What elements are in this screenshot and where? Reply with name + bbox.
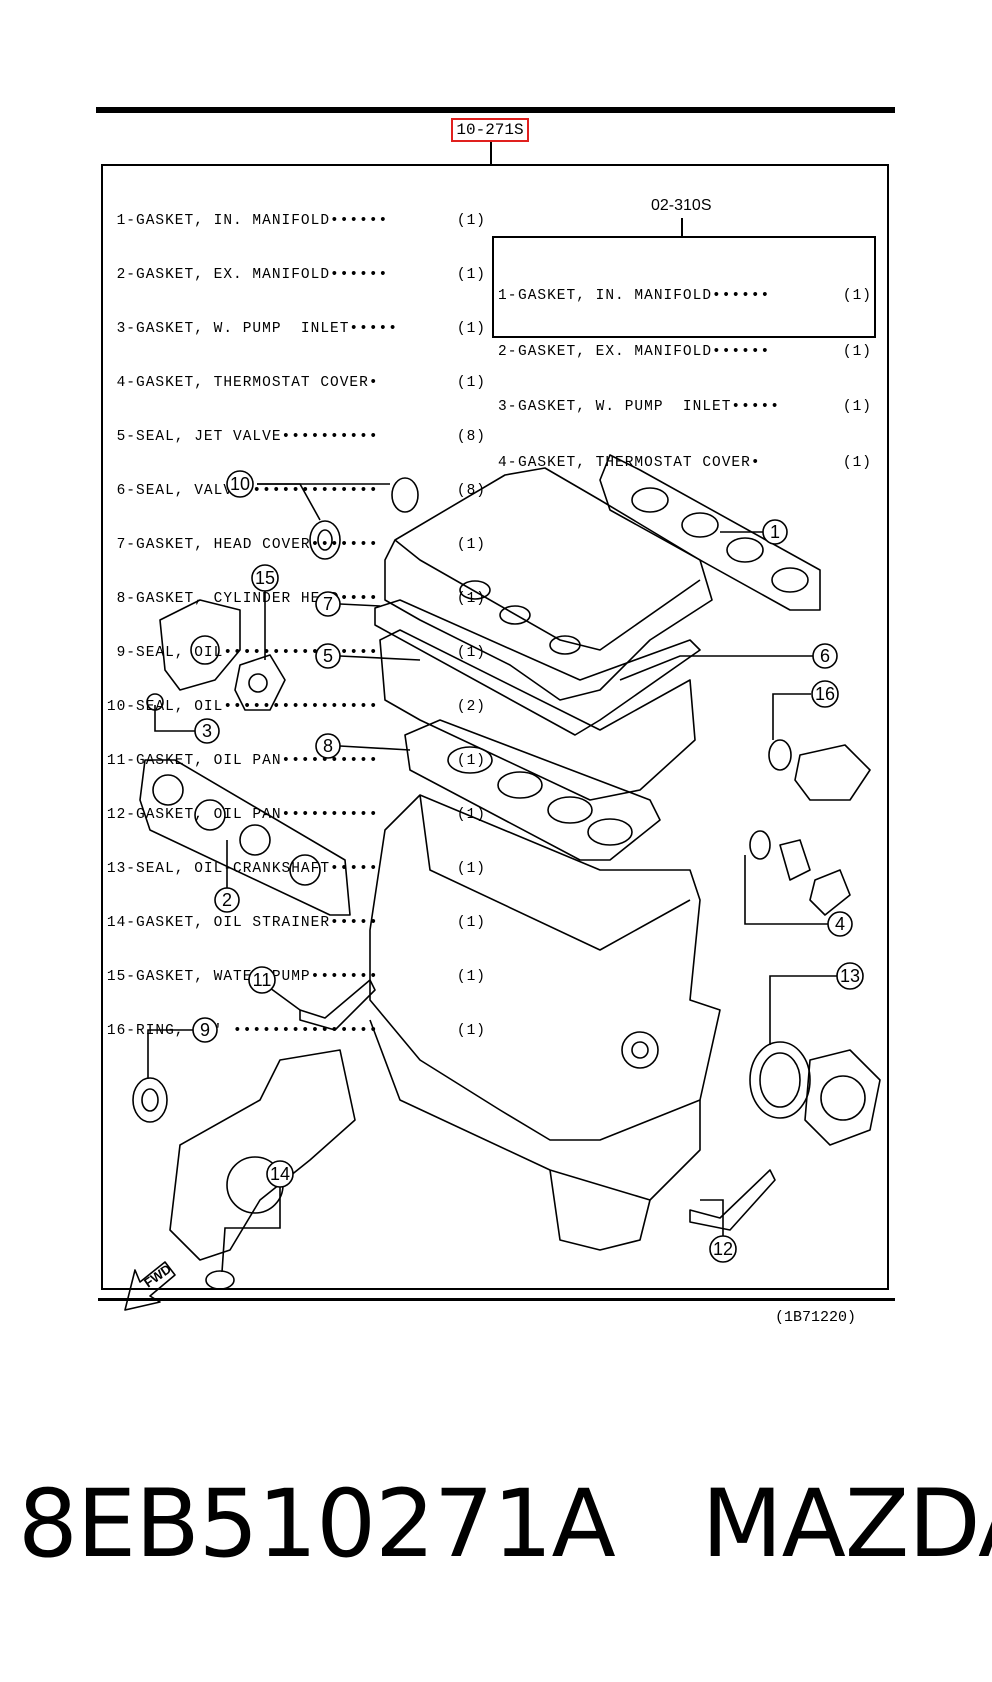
callout-8: 8 — [315, 733, 341, 759]
forward-arrow-drawing — [124, 1261, 176, 1311]
kit-reference-code: 10-271S — [451, 118, 529, 142]
parts-list-row: 15-GASKET, WATER PUMP•••••••(1) — [106, 969, 486, 985]
callout-7: 7 — [315, 591, 341, 617]
subkit-code: 02-310S — [651, 197, 712, 214]
callout-15: 15 — [251, 564, 279, 592]
svg-text:5: 5 — [323, 646, 333, 666]
callout-10: 10 — [226, 470, 254, 498]
parts-list-row: 7-GASKET, HEAD COVER•••••••(1) — [116, 537, 486, 553]
svg-text:14: 14 — [270, 1164, 290, 1184]
callout-14: 14 — [266, 1160, 294, 1188]
svg-text:3: 3 — [202, 721, 212, 741]
subkit-row: 2-GASKET, EX. MANIFOLD••••••(1) — [498, 343, 872, 360]
svg-text:11: 11 — [253, 970, 272, 990]
callout-16: 16 — [811, 680, 839, 708]
svg-text:15: 15 — [255, 568, 275, 588]
subkit-row: 4-GASKET, THERMOSTAT COVER•(1) — [498, 454, 872, 471]
crankshaft-seal-drawing — [749, 1041, 881, 1146]
callout-12: 12 — [709, 1235, 737, 1263]
svg-text:6: 6 — [820, 646, 830, 666]
svg-text:2: 2 — [222, 890, 232, 910]
svg-text:8: 8 — [323, 736, 333, 756]
subkit-parts-list: 1-GASKET, IN. MANIFOLD••••••(1) 2-GASKET… — [498, 250, 872, 491]
parts-list-row: 2-GASKET, EX. MANIFOLD••••••(1) — [116, 267, 486, 283]
engine-block-drawing — [369, 794, 721, 1251]
subkit-box — [492, 236, 876, 338]
bottom-rule — [98, 1298, 895, 1301]
svg-text:7: 7 — [323, 594, 333, 614]
svg-text:16: 16 — [815, 684, 835, 704]
parts-list-row: 14-GASKET, OIL STRAINER•••••(1) — [106, 915, 486, 931]
parts-list-row: 10-SEAL, OIL••••••••••••••••(2) — [106, 699, 486, 715]
parts-list: 1-GASKET, IN. MANIFOLD••••••(1) 2-GASKET… — [104, 176, 486, 1058]
drawing-number: (1B71220) — [775, 1309, 857, 1326]
subkit-row: 3-GASKET, W. PUMP INLET•••••(1) — [498, 399, 872, 415]
callout-5: 5 — [315, 643, 341, 669]
diagram-frame — [101, 164, 889, 1290]
part-number: 8EB510271A — [18, 1470, 616, 1579]
svg-text:4: 4 — [835, 914, 845, 934]
svg-text:13: 13 — [840, 966, 860, 986]
callout-6: 6 — [812, 643, 838, 669]
intake-manifold-gasket-drawing — [599, 454, 821, 611]
oil-pan-gasket-drawing — [299, 979, 376, 1031]
brand-name: MAZDA — [701, 1470, 992, 1579]
subkit-leader-line — [681, 218, 683, 236]
callout-markers: 1 2 3 4 5 6 7 8 9 10 11 12 13 14 15 16 — [192, 470, 864, 1263]
cylinder-head-gasket-drawing — [404, 719, 661, 861]
parts-list-row: 11-GASKET, OIL PAN••••••••••(1) — [106, 753, 486, 769]
svg-text:10: 10 — [230, 474, 250, 494]
parts-list-row: 1-GASKET, IN. MANIFOLD••••••(1) — [116, 213, 486, 229]
parts-list-row: 12-GASKET, OIL PAN••••••••••(1) — [106, 807, 486, 823]
callout-3: 3 — [194, 718, 220, 744]
callout-11: 11 — [248, 966, 276, 994]
parts-list-row: 5-SEAL, JET VALVE••••••••••(8) — [116, 429, 486, 445]
forward-label: FWD — [141, 1261, 174, 1290]
callout-9: 9 — [192, 1017, 218, 1043]
oil-seal-drawing — [132, 477, 419, 1123]
svg-text:12: 12 — [713, 1239, 733, 1259]
reference-leader-line — [490, 142, 492, 166]
top-rule — [96, 107, 895, 113]
parts-list-row: 4-GASKET, THERMOSTAT COVER•(1) — [116, 375, 486, 391]
thermostat-drawing — [749, 739, 871, 916]
subkit-row: 1-GASKET, IN. MANIFOLD••••••(1) — [498, 288, 872, 304]
cylinder-head-drawing — [379, 629, 696, 801]
parts-list-row: 3-GASKET, W. PUMP INLET•••••(1) — [116, 321, 486, 337]
product-caption: 8EB510271A MAZDA — [18, 1470, 992, 1579]
water-pump-drawing — [146, 599, 286, 711]
oil-pump-drawing — [169, 1049, 356, 1290]
exhaust-manifold-gasket-drawing — [139, 759, 351, 916]
oil-pan-gasket-drawing — [689, 1169, 776, 1231]
callout-1: 1 — [762, 519, 788, 545]
head-cover-gasket-drawing — [374, 599, 701, 736]
callout-2: 2 — [214, 887, 240, 913]
callout-4: 4 — [827, 911, 853, 937]
head-cover-drawing — [384, 467, 713, 701]
callout-leaders — [147, 483, 837, 1273]
callout-13: 13 — [836, 962, 864, 990]
svg-text:9: 9 — [200, 1020, 210, 1040]
svg-text:1: 1 — [770, 522, 780, 542]
